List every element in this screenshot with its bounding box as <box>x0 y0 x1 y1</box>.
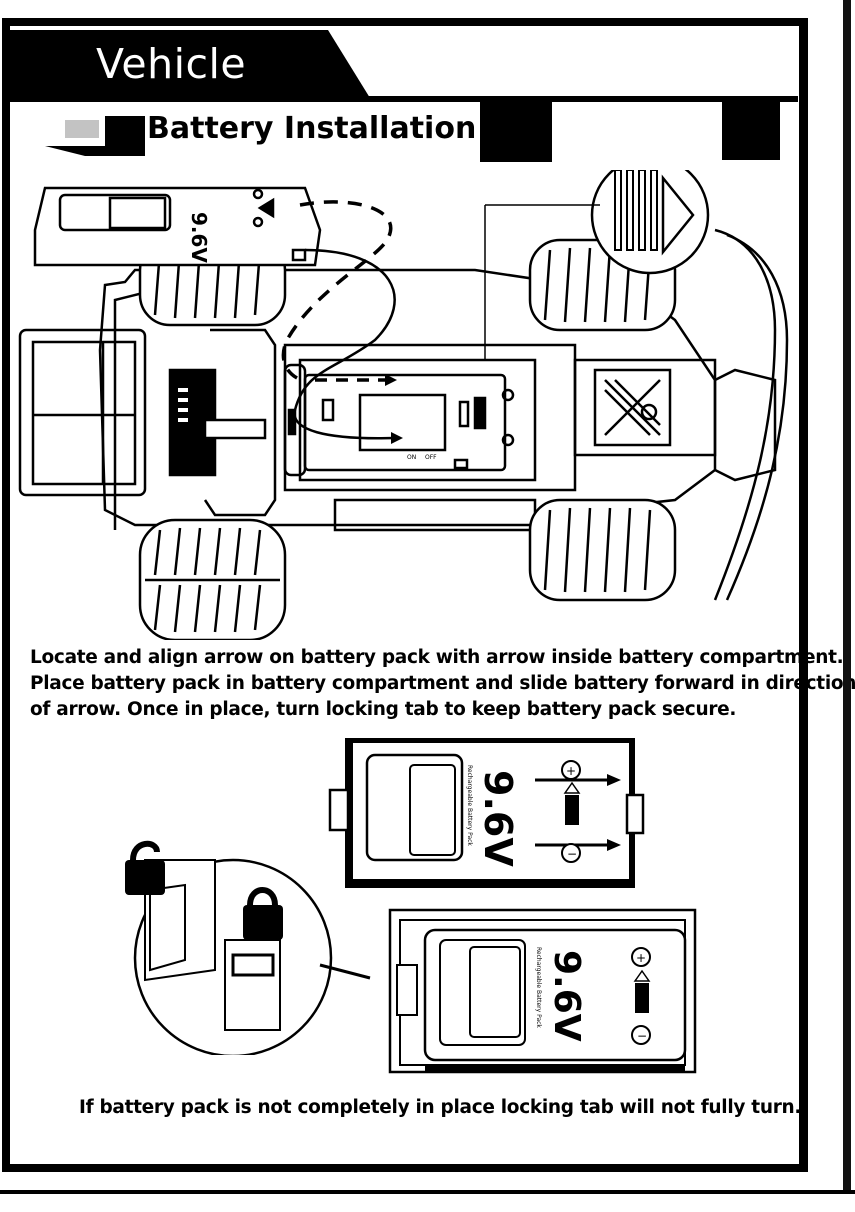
scan-edge <box>843 0 851 1190</box>
page-subheading: Battery Installation <box>147 111 477 146</box>
direction-arrow-icon <box>661 174 695 256</box>
pack-voltage-label: 9.6V <box>476 770 520 867</box>
scan-blot <box>722 102 780 160</box>
subhead-ornament <box>45 116 145 156</box>
pack-label: Rechargeable Battery Pack <box>535 947 542 1028</box>
header-rule <box>10 96 798 102</box>
instruction-line: Locate and align arrow on battery pack w… <box>30 647 844 668</box>
battery-in-compartment-detail: + − 9.6V Rechargeable Battery Pack <box>388 908 697 1074</box>
negative-symbol: − <box>637 1029 647 1043</box>
unlocked-padlock-icon <box>125 840 165 895</box>
pack-voltage-label: 9.6V <box>546 950 587 1042</box>
positive-symbol: + <box>566 764 576 778</box>
positive-symbol: + <box>636 951 646 965</box>
vehicle-underside-diagram: 9.6V ON OFF <box>18 170 789 640</box>
instruction-line: of arrow. Once in place, turn locking ta… <box>30 699 737 720</box>
switch-on-label: ON <box>407 454 416 461</box>
battery-pack-detail-top: + − 9.6V Rechargeable Battery Pack <box>328 738 645 888</box>
instruction-text: Locate and align arrow on battery pack w… <box>30 645 855 723</box>
pack-label: Rechargeable Battery Pack <box>466 765 473 846</box>
lifted-pack-voltage: 9.6V <box>187 212 211 263</box>
locked-padlock-icon <box>243 887 283 940</box>
warning-text: If battery pack is not completely in pla… <box>79 1097 802 1118</box>
section-title: Vehicle <box>96 40 247 88</box>
locking-tab-detail <box>125 840 371 1055</box>
negative-symbol: − <box>567 847 577 861</box>
header-tab <box>10 30 370 98</box>
scan-rule <box>0 1190 855 1194</box>
page-frame <box>2 18 808 1172</box>
switch-off-label: OFF <box>425 454 437 461</box>
scan-blot <box>480 100 552 162</box>
instruction-line: Place battery pack in battery compartmen… <box>30 673 855 694</box>
